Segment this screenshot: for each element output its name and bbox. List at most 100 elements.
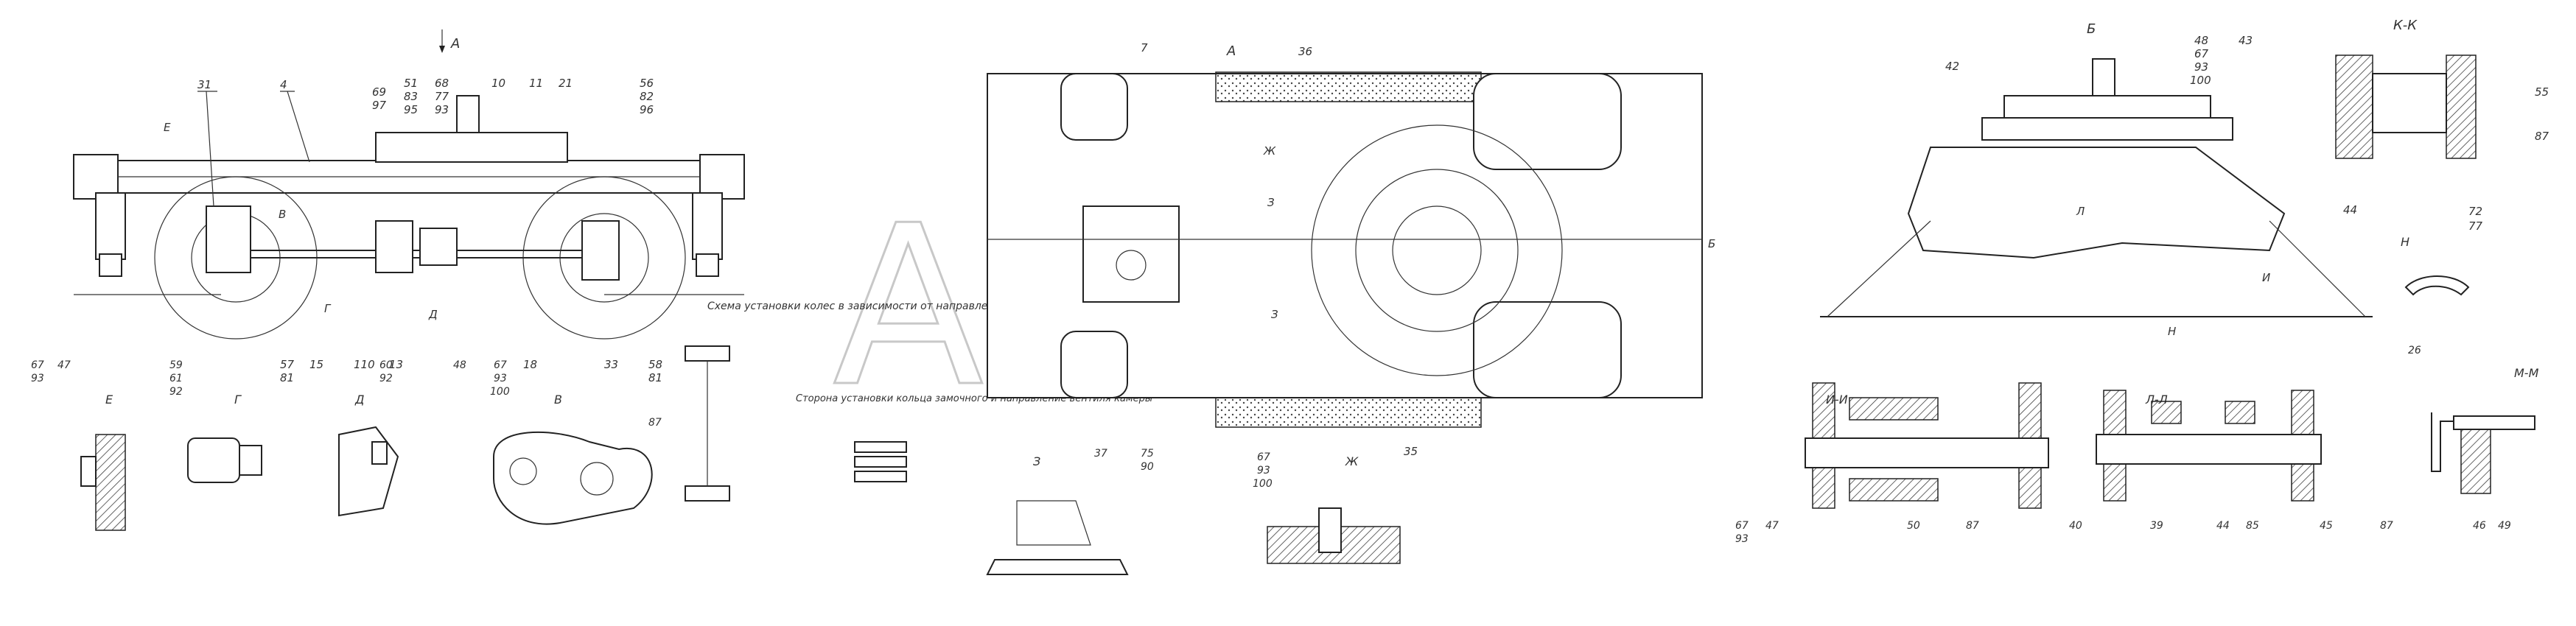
callout-e: Е [164, 121, 171, 134]
callout-i: И [2262, 271, 2270, 284]
callout-77: 77 [2468, 219, 2483, 233]
callout-58: 58 [648, 358, 662, 371]
d-callout-60: 60 [379, 359, 393, 371]
detail-zh-title: Ж [1345, 454, 1359, 468]
v-callout-93: 93 [494, 373, 507, 384]
callout-4: 4 [280, 78, 287, 91]
detail-g-title: Г [234, 393, 242, 407]
callout-43: 43 [2239, 34, 2253, 47]
callout-93: 93 [435, 103, 449, 116]
callout-zh: Ж [1263, 144, 1276, 158]
callout-57: 57 [280, 358, 295, 371]
detail-g: Г 59 61 92 [169, 359, 262, 483]
callout-83: 83 [404, 90, 418, 103]
section-n: Н 26 [2401, 235, 2470, 356]
callout-31: 31 [197, 78, 211, 91]
detail-zh: Ж 67 93 100 [1253, 451, 1401, 564]
zh-callout-93: 93 [1257, 465, 1270, 476]
ii-callout-93: 93 [1735, 533, 1749, 545]
z-callout-90: 90 [1141, 461, 1154, 473]
e-callout-47: 47 [57, 359, 71, 371]
g-callout-92: 92 [169, 386, 183, 398]
callout-35: 35 [1404, 445, 1418, 458]
callout-21: 21 [559, 77, 573, 90]
ii-callout-47: 47 [1765, 520, 1779, 532]
callout-42: 42 [1945, 60, 1959, 73]
ll-callout-45: 45 [2320, 520, 2333, 532]
callout-11: 11 [529, 77, 543, 90]
ll-callout-44: 44 [2216, 520, 2230, 532]
callout-b: Б [1708, 237, 1715, 250]
callout-z1: З [1267, 196, 1275, 209]
detail-z: З 37 75 90 [986, 448, 1154, 575]
view-kk-title: К-К [2393, 18, 2418, 33]
ii-callout-87: 87 [1966, 520, 1979, 532]
callout-v: В [279, 208, 286, 221]
view-kk: К-К 55 87 44 72 77 [2335, 18, 2549, 233]
view-a-top: А 7 36 Ж З З 35 Б [987, 41, 1715, 458]
callout-33: 33 [604, 358, 618, 371]
callout-82: 82 [640, 90, 654, 103]
e-callout-67: 67 [31, 359, 44, 371]
callout-48: 48 [2194, 34, 2208, 47]
callout-77: 77 [435, 90, 449, 103]
mm-callout-46: 46 [2473, 520, 2486, 532]
g-callout-61: 61 [169, 373, 183, 384]
callout-72: 72 [2468, 205, 2482, 218]
n-callout-26: 26 [2408, 345, 2421, 356]
ii-callout-67: 67 [1735, 520, 1749, 532]
d-callout-92: 92 [379, 373, 393, 384]
detail-z-title: З [1033, 454, 1040, 468]
callout-68: 68 [435, 77, 449, 90]
mm-callout-49: 49 [2498, 520, 2511, 532]
detail-e-title: Е [105, 393, 113, 407]
callout-87: 87 [2535, 130, 2549, 143]
callout-10: 10 [491, 77, 505, 90]
ll-callout-39: 39 [2150, 520, 2163, 532]
callout-l: Л [2076, 205, 2085, 218]
callout-51: 51 [404, 77, 418, 90]
detail-d-title: Д [354, 393, 365, 407]
ll-callout-87: 87 [2380, 520, 2393, 532]
zh-callout-100: 100 [1253, 478, 1273, 490]
section-ii: И-И 67 93 47 50 87 40 [1735, 382, 2082, 545]
callout-110: 110 [354, 358, 375, 371]
section-mm-title: М-М [2514, 366, 2539, 380]
main-side-view: А 31 4 69 [73, 29, 745, 384]
v-callout-48: 48 [453, 359, 466, 371]
callout-93: 93 [2194, 60, 2208, 74]
callout-56: 56 [640, 77, 654, 90]
callout-g: Г [324, 302, 332, 315]
callout-81a: 81 [280, 371, 294, 384]
detail-e: Е 67 93 47 [31, 359, 126, 531]
v-callout-100: 100 [490, 386, 510, 398]
callout-95: 95 [404, 103, 418, 116]
z-callout-37: 37 [1094, 448, 1107, 460]
callout-18: 18 [523, 358, 537, 371]
e-callout-93: 93 [31, 373, 44, 384]
detail-d: Д 60 92 [338, 359, 399, 517]
callout-97: 97 [372, 99, 387, 112]
callout-69: 69 [372, 85, 386, 99]
v-callout-87: 87 [648, 417, 662, 429]
view-arrow-label-a: А [450, 36, 460, 52]
detail-v-title: В [554, 393, 562, 407]
callout-n: Н [2168, 325, 2176, 338]
view-a-title: А [1226, 43, 1236, 59]
view-b: Б 42 48 67 93 100 43 Л И Н [1820, 21, 2373, 338]
callout-96: 96 [640, 103, 654, 116]
z-callout-75: 75 [1141, 448, 1154, 460]
ii-callout-40: 40 [2069, 520, 2082, 532]
v-callout-67: 67 [494, 359, 507, 371]
callout-55: 55 [2535, 85, 2549, 99]
g-callout-59: 59 [169, 359, 183, 371]
callout-81b: 81 [648, 371, 662, 384]
callout-36: 36 [1298, 45, 1312, 58]
section-ll: Л-Л 39 44 85 45 87 [2096, 390, 2393, 532]
view-b-title: Б [2087, 21, 2096, 37]
callout-67: 67 [2194, 47, 2209, 60]
callout-z2: З [1271, 308, 1278, 321]
detail-v: В 48 67 93 100 87 [453, 359, 662, 525]
callout-7: 7 [1141, 41, 1148, 54]
callout-13: 13 [389, 358, 403, 371]
